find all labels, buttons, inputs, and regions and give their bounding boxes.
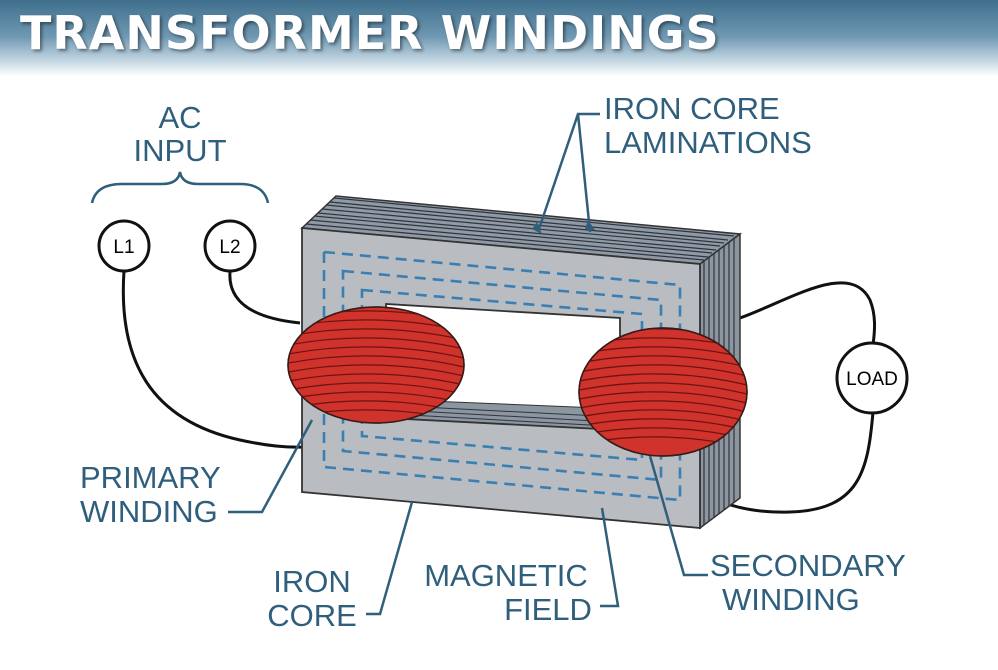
l2-label: L2 [219, 237, 240, 258]
ac-input-brace [90, 171, 270, 204]
load-label: LOAD [846, 369, 898, 390]
secondary-winding-label-line2: WINDING [722, 582, 860, 617]
page-title: TRANSFORMER WINDINGS [20, 6, 720, 60]
laminations-arrow-2 [585, 220, 595, 230]
load-wire-top [739, 281, 877, 346]
primary-winding-label-line1: PRIMARY [80, 460, 221, 495]
l2-wire [228, 271, 301, 325]
l2-terminal: L2 [203, 219, 257, 273]
laminations-arrow-1 [532, 222, 542, 234]
magnetic-field-label-line1: MAGNETIC [424, 558, 588, 593]
ac-input-label-line2: INPUT [134, 133, 227, 168]
secondary-winding-leader [648, 455, 708, 577]
magnetic-field-leader [600, 507, 620, 608]
title-banner: TRANSFORMER WINDINGS [0, 0, 998, 76]
magnetic-field-label-line2: FIELD [504, 592, 592, 627]
iron-core-leader [366, 501, 414, 616]
primary-coil [287, 306, 465, 424]
load-terminal: LOAD [835, 341, 909, 415]
laminations-leader [536, 112, 600, 233]
primary-winding-leader [228, 419, 314, 514]
iron-core-laminations-label-line2: LAMINATIONS [604, 125, 812, 160]
iron-core-label-line2: CORE [267, 598, 357, 633]
secondary-winding-label-line1: SECONDARY [710, 548, 906, 583]
iron-core-laminations-label-line1: IRON CORE [604, 91, 780, 126]
l1-label: L1 [113, 237, 134, 258]
iron-core-label-line1: IRON [273, 564, 351, 599]
ac-input-label-line1: AC [158, 100, 201, 135]
l1-terminal: L1 [97, 219, 151, 273]
secondary-coil [578, 327, 748, 457]
primary-winding-label-line2: WINDING [80, 494, 218, 529]
